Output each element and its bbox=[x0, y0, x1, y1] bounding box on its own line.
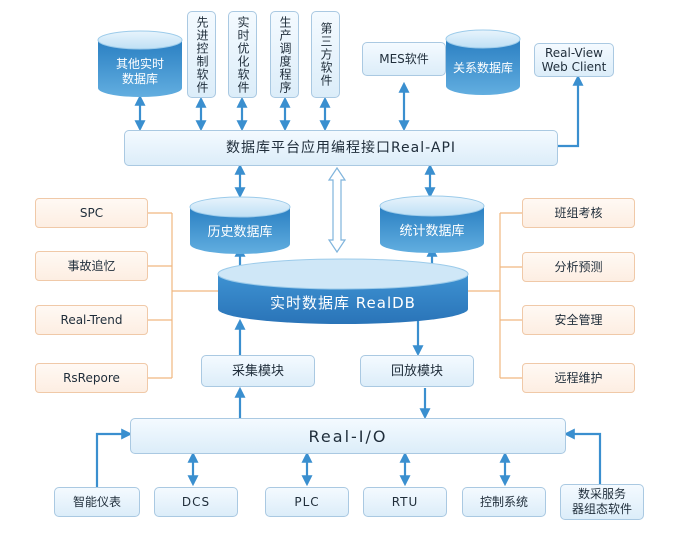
bottom-item-label: 控制系统 bbox=[479, 494, 528, 509]
left-item-label: SPC bbox=[79, 205, 104, 220]
bottom-item-plc: PLC bbox=[265, 487, 349, 517]
bottom-item-smart-instrument: 智能仪表 bbox=[54, 487, 140, 517]
bottom-item-control-system: 控制系统 bbox=[462, 487, 546, 517]
collect-module-label: 采集模块 bbox=[231, 363, 284, 379]
left-item-label: RsRepore bbox=[63, 370, 120, 385]
left-item-label: Real-Trend bbox=[60, 312, 123, 327]
production-sched-box: 生产调度程序 bbox=[270, 11, 299, 98]
bottom-item-data-acq-server: 数采服务 器组态软件 bbox=[560, 484, 644, 520]
realtime-opt-label: 实时优化软件 bbox=[236, 15, 250, 94]
playback-module-label: 回放模块 bbox=[390, 363, 443, 379]
relational-db-cylinder-shape bbox=[445, 29, 521, 95]
mes-label: MES软件 bbox=[379, 51, 429, 66]
right-item-team-assessment: 班组考核 bbox=[522, 198, 635, 228]
stats-db-cylinder-shape bbox=[379, 195, 485, 253]
other-db-cylinder-shape bbox=[97, 30, 183, 97]
bottom-item-label: RTU bbox=[391, 494, 419, 509]
left-item-rsrepore: RsRepore bbox=[35, 363, 148, 393]
advanced-control-label: 先进控制软件 bbox=[195, 15, 209, 94]
bottom-item-label: DCS bbox=[181, 494, 211, 509]
left-item-label: 事故追忆 bbox=[67, 258, 116, 273]
mes-box: MES软件 bbox=[362, 42, 446, 76]
real-io-bar: Real-I/O bbox=[130, 418, 566, 454]
real-api-label: 数据库平台应用编程接口Real-API bbox=[225, 139, 457, 156]
advanced-control-box: 先进控制软件 bbox=[187, 11, 216, 98]
real-view-box: Real-View Web Client bbox=[534, 43, 614, 77]
playback-module-box: 回放模块 bbox=[360, 355, 474, 387]
realdb-cylinder-shape bbox=[217, 258, 469, 324]
production-sched-label: 生产调度程序 bbox=[278, 15, 292, 94]
right-item-remote-maintenance: 远程维护 bbox=[522, 363, 635, 393]
left-item-accident-recall: 事故追忆 bbox=[35, 251, 148, 281]
right-item-analysis-forecast: 分析预测 bbox=[522, 252, 635, 282]
right-item-safety-management: 安全管理 bbox=[522, 305, 635, 335]
bottom-item-dcs: DCS bbox=[154, 487, 238, 517]
hollow-double-arrow bbox=[327, 166, 347, 254]
history-db-label: 历史数据库 bbox=[207, 224, 273, 240]
realdb-label: 实时数据库 RealDB bbox=[270, 293, 416, 312]
realtime-opt-box: 实时优化软件 bbox=[228, 11, 257, 98]
left-item-spc: SPC bbox=[35, 198, 148, 228]
left-connector-lines bbox=[148, 212, 218, 379]
relational-db-label: 关系数据库 bbox=[452, 60, 513, 75]
stats-db-label: 统计数据库 bbox=[399, 223, 465, 239]
right-item-label: 分析预测 bbox=[554, 259, 603, 274]
left-item-real-trend: Real-Trend bbox=[35, 305, 148, 335]
other-db-label: 其他实时 数据库 bbox=[115, 57, 164, 86]
real-api-bar: 数据库平台应用编程接口Real-API bbox=[124, 130, 558, 166]
real-io-label: Real-I/O bbox=[308, 426, 388, 446]
right-item-label: 远程维护 bbox=[554, 370, 603, 385]
right-connector-lines bbox=[468, 212, 522, 379]
bottom-item-label: 数采服务 器组态软件 bbox=[571, 487, 632, 516]
real-view-label: Real-View Web Client bbox=[541, 46, 607, 74]
history-db-cylinder-shape bbox=[189, 196, 291, 254]
bottom-item-rtu: RTU bbox=[363, 487, 447, 517]
bottom-item-label: 智能仪表 bbox=[72, 494, 121, 509]
right-item-label: 班组考核 bbox=[554, 205, 603, 220]
collect-module-box: 采集模块 bbox=[201, 355, 315, 387]
third-party-box: 第三方软件 bbox=[311, 11, 340, 98]
right-item-label: 安全管理 bbox=[554, 312, 603, 327]
third-party-label: 第三方软件 bbox=[319, 22, 333, 87]
bottom-item-label: PLC bbox=[294, 494, 320, 509]
